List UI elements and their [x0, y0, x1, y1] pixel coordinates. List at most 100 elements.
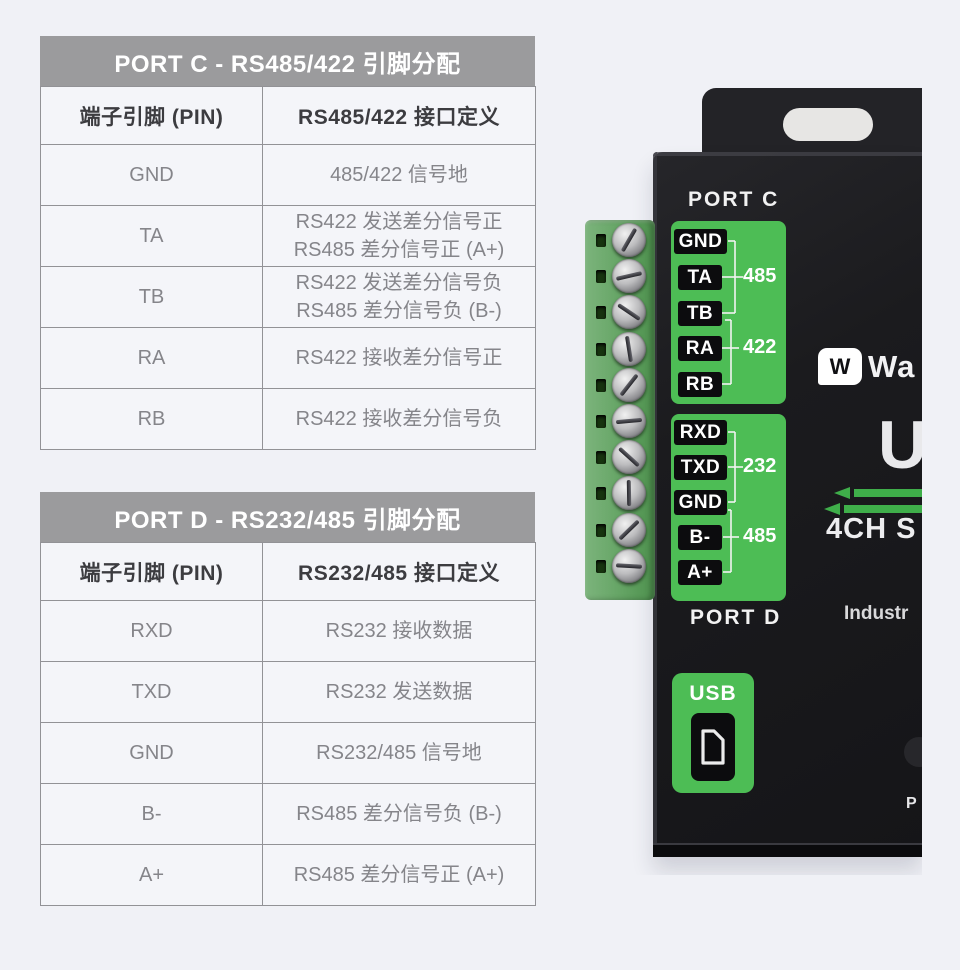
- definition-cell: RS422 发送差分信号正 RS485 差分信号正 (A+): [262, 205, 536, 267]
- table-title: PORT D - RS232/485 引脚分配: [40, 492, 535, 542]
- pin-cell: A+: [40, 844, 263, 906]
- dual-arrow-icon: [824, 487, 922, 515]
- pin-label: B-: [678, 525, 722, 550]
- pin-group-label: 232: [743, 455, 777, 477]
- screw-terminal-block: [585, 220, 655, 600]
- usb-b-connector: [691, 713, 735, 781]
- pin-label: GND: [674, 490, 727, 515]
- usb-label: USB: [689, 682, 737, 705]
- device-top-edge: [653, 152, 922, 156]
- wire-hole: [596, 234, 606, 247]
- pin-assignment-table-port-d: PORT D - RS232/485 引脚分配 端子引脚 (PIN)RS232/…: [40, 492, 536, 906]
- port-c-pin-panel: 485 422 GND TA TB RA RB: [671, 221, 786, 404]
- product-subtitle-partial: 4CH S: [826, 513, 917, 545]
- wire-hole: [596, 270, 606, 284]
- definition-line: RS485 差分信号正 (A+): [293, 864, 505, 886]
- pin-cell: B-: [40, 783, 263, 845]
- definition-cell: RS232 接收数据: [262, 600, 536, 662]
- wire-hole: [596, 559, 606, 573]
- definition-line: RS485 差分信号负 (B-): [296, 300, 502, 322]
- product-tagline-partial: Industr: [844, 603, 909, 624]
- wire-hole: [596, 523, 606, 537]
- wire-hole: [596, 342, 606, 356]
- brand-wordmark-partial: Wa: [868, 348, 916, 384]
- pin-cell: TA: [40, 205, 263, 267]
- column-header: 端子引脚 (PIN): [40, 542, 263, 601]
- wire-hole: [596, 378, 606, 392]
- column-header: RS485/422 接口定义: [262, 86, 536, 145]
- terminal-screw: [612, 259, 646, 294]
- definition-line: RS422 接收差分信号负: [295, 408, 503, 430]
- definition-line: RS422 发送差分信号负: [295, 272, 503, 294]
- pin-cell: TB: [40, 266, 263, 328]
- wire-hole: [596, 487, 606, 501]
- definition-line: RS485 差分信号正 (A+): [293, 239, 505, 261]
- wire-hole: [596, 306, 606, 320]
- pin-cell: GND: [40, 722, 263, 784]
- terminal-screw: [612, 331, 646, 366]
- column-header: RS232/485 接口定义: [262, 542, 536, 601]
- table-row: TXD RS232 发送数据: [40, 661, 536, 723]
- pin-group-bracket: [722, 240, 743, 385]
- pin-assignment-table-port-c: PORT C - RS485/422 引脚分配 端子引脚 (PIN)RS485/…: [40, 36, 536, 450]
- pin-label: A+: [678, 560, 722, 585]
- definition-cell: 485/422 信号地: [262, 144, 536, 206]
- pin-cell: GND: [40, 144, 263, 206]
- pin-group-label: 422: [743, 336, 777, 358]
- table-row: B- RS485 差分信号负 (B-): [40, 783, 536, 845]
- terminal-screw: [612, 223, 646, 257]
- pin-label: RA: [678, 336, 722, 361]
- terminal-screw: [612, 295, 646, 330]
- definition-line: RS232 发送数据: [325, 681, 473, 703]
- definition-cell: RS422 发送差分信号负 RS485 差分信号负 (B-): [262, 266, 536, 328]
- port-c-label: PORT C: [688, 188, 780, 211]
- definition-cell: RS232 发送数据: [262, 661, 536, 723]
- pin-group-label: 485: [743, 525, 777, 547]
- port-d-label: PORT D: [690, 606, 782, 629]
- waveshare-logo-icon: W: [818, 348, 862, 385]
- definition-cell: RS422 接收差分信号负: [262, 388, 536, 450]
- pin-label: RXD: [674, 420, 727, 445]
- table-row: TA RS422 发送差分信号正 RS485 差分信号正 (A+): [40, 205, 536, 267]
- definition-cell: RS485 差分信号正 (A+): [262, 844, 536, 906]
- bottom-text-partial: P: [906, 795, 917, 812]
- pin-label: TXD: [674, 455, 727, 480]
- pin-group-label: 485: [743, 265, 777, 287]
- definition-line: RS232/485 信号地: [316, 742, 482, 764]
- header-row: 端子引脚 (PIN)RS485/422 接口定义: [40, 86, 536, 145]
- table-row: GND RS232/485 信号地: [40, 722, 536, 784]
- terminal-screw: [612, 512, 646, 547]
- definition-line: RS485 差分信号负 (B-): [296, 803, 502, 825]
- column-header: 端子引脚 (PIN): [40, 86, 263, 145]
- definition-line: RS422 发送差分信号正: [295, 211, 503, 233]
- terminal-screw: [612, 440, 646, 475]
- pin-label: TA: [678, 265, 722, 290]
- pin-label: RB: [678, 372, 722, 397]
- mounting-hole: [783, 108, 873, 141]
- pin-group-bracket: [723, 431, 743, 573]
- table-title: PORT C - RS485/422 引脚分配: [40, 36, 535, 86]
- pin-label: TB: [678, 301, 722, 326]
- definition-cell: RS422 接收差分信号正: [262, 327, 536, 389]
- terminal-screw: [612, 548, 646, 583]
- table-row: GND 485/422 信号地: [40, 144, 536, 206]
- usb-panel: USB: [672, 673, 754, 793]
- definition-line: RS232 接收数据: [325, 620, 473, 642]
- header-row: 端子引脚 (PIN)RS232/485 接口定义: [40, 542, 536, 601]
- pin-cell: TXD: [40, 661, 263, 723]
- terminal-screw: [612, 404, 646, 438]
- panel-recess: [904, 737, 922, 767]
- wire-hole: [596, 451, 606, 465]
- pin-label: GND: [674, 229, 727, 254]
- product-name-partial: U: [878, 407, 922, 483]
- definition-line: 485/422 信号地: [330, 164, 468, 186]
- definition-cell: RS485 差分信号负 (B-): [262, 783, 536, 845]
- pin-cell: RA: [40, 327, 263, 389]
- table-row: A+ RS485 差分信号正 (A+): [40, 844, 536, 906]
